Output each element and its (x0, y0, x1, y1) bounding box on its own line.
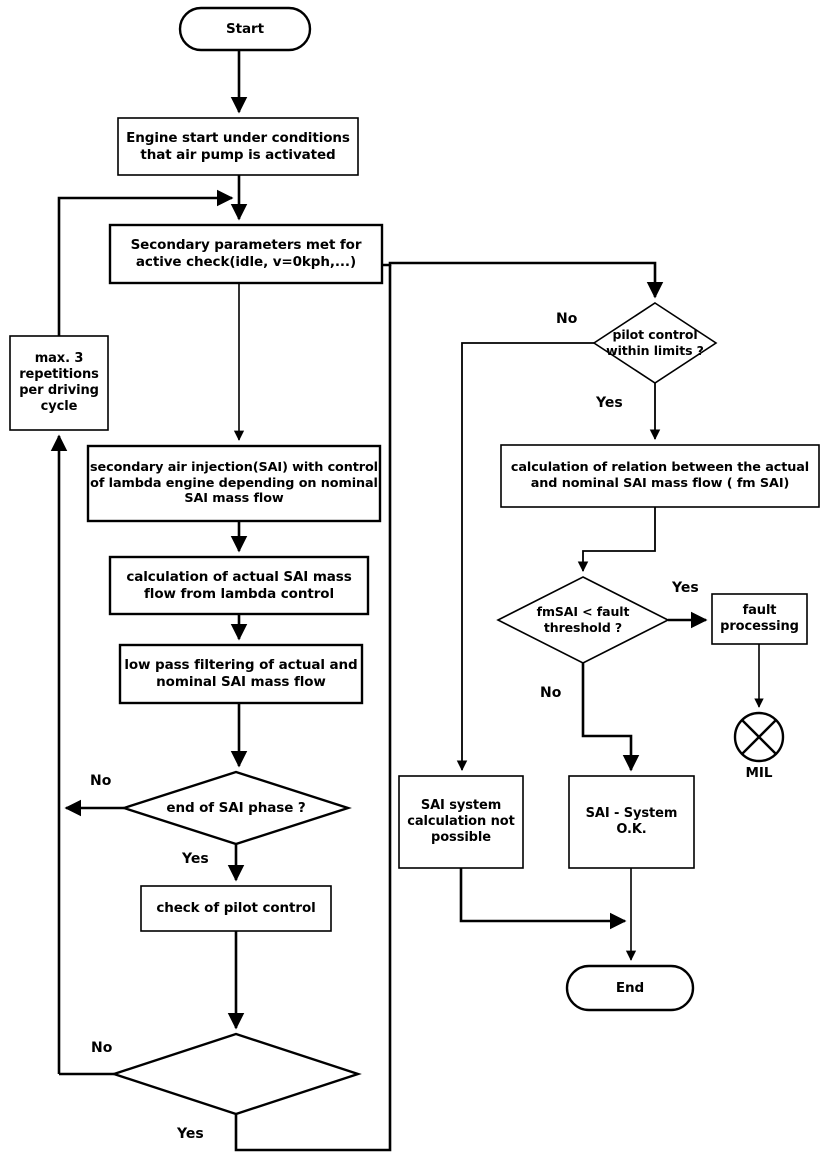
node-secondary-parameters (108, 223, 384, 285)
node-fault-processing (711, 593, 808, 645)
node-lowpass-filter (118, 643, 364, 705)
node-check-pilot-control (140, 885, 332, 932)
edge-label-fmsai-yes: Yes (672, 580, 699, 596)
edge-secondary-parameters-to-pilot-limits (382, 261, 664, 299)
edge-blank-decision-yes (234, 265, 392, 1152)
node-sai-injection (86, 444, 382, 523)
mil-x-stroke-2 (741, 719, 777, 755)
node-calc-actual-massflow (108, 555, 370, 616)
node-end (565, 964, 695, 1012)
node-sai-system-ok (568, 775, 695, 869)
edge-max-repetitions-to-secondary-parameters (57, 189, 234, 336)
edge-label-blank-decision-no: No (91, 1040, 113, 1056)
edge-label-pilot-limits-yes: Yes (596, 395, 623, 411)
edge-calc-relation-to-fmsai (577, 507, 656, 572)
edge-label-pilot-limits-no: No (556, 311, 578, 327)
node-max-repetitions (9, 335, 109, 431)
node-engine-start (117, 117, 359, 176)
edge-label-end-of-sai-phase-yes: Yes (182, 851, 209, 867)
node-pilot-within-limits (592, 302, 718, 384)
node-sai-calc-not-possible (398, 775, 524, 869)
edge-label-end-of-sai-phase-no: No (90, 773, 112, 789)
edge-label-fmsai-no: No (540, 685, 562, 701)
mil-label: MIL (745, 765, 773, 781)
node-end-of-sai-phase (120, 770, 352, 846)
edge-label-blank-decision-yes: Yes (177, 1126, 204, 1142)
node-blank-decision (110, 1032, 362, 1116)
edge-pilot-limits-no (456, 342, 594, 771)
node-calc-relation (500, 444, 820, 508)
node-start (178, 6, 312, 52)
node-fmsai-threshold (496, 576, 670, 664)
edge-fmsai-no-to-sai-ok (581, 663, 640, 772)
edge-sai-not-possible-to-end (459, 868, 627, 930)
